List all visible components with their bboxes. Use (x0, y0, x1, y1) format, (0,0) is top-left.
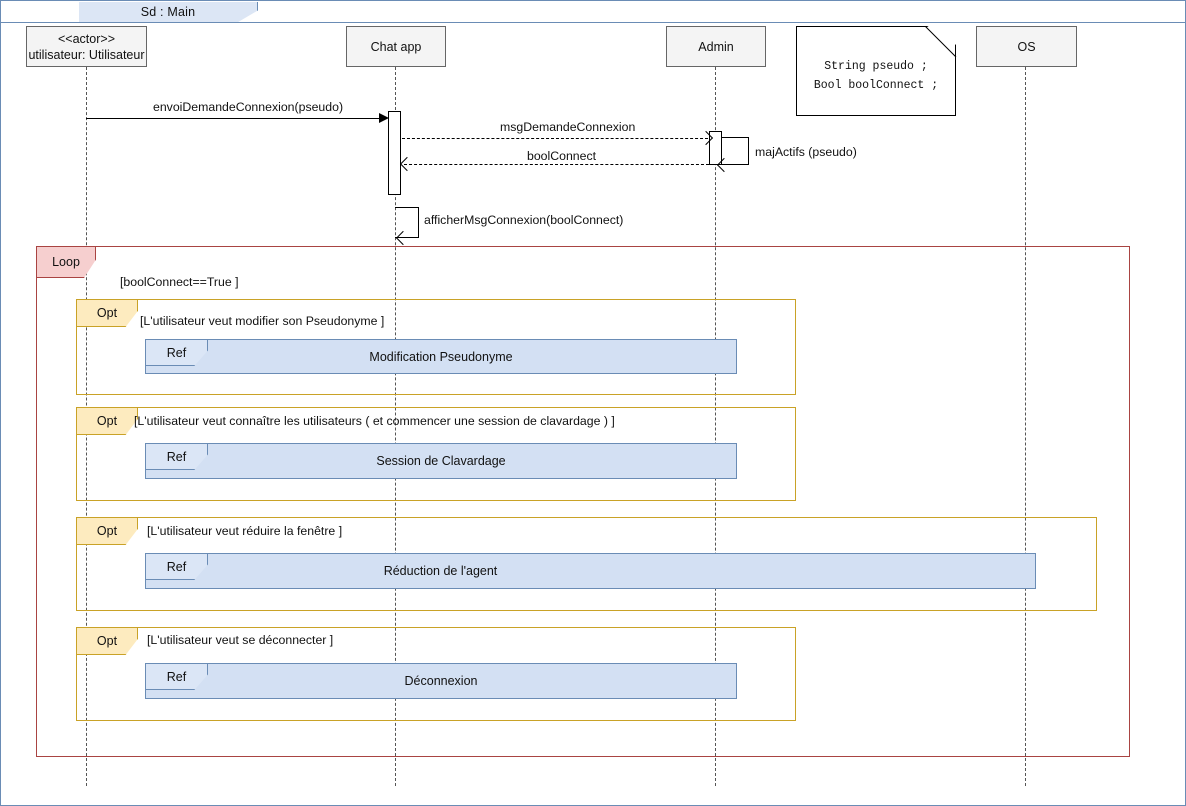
ref-block-3[interactable]: Réduction de l'agent Ref (145, 553, 1036, 589)
fragment-operator-opt-2: Opt (76, 407, 138, 435)
note-box: String pseudo ; Bool boolConnect ; (796, 26, 956, 116)
arrowhead-boolconnect (399, 156, 415, 172)
ref-title-3: Réduction de l'agent (383, 564, 498, 578)
self-message-majactifs (715, 137, 749, 165)
activation-chatapp (388, 111, 401, 195)
fragment-operator-opt-1: Opt (76, 299, 138, 327)
arrowhead-envoidemandeconnexion (379, 113, 389, 123)
fragment-opt-3 (76, 517, 1097, 611)
ref-title-2: Session de Clavardage (376, 454, 506, 468)
ref-block-2[interactable]: Session de Clavardage Ref (145, 443, 737, 479)
fragment-loop (36, 246, 1130, 757)
lifeline-head-os[interactable]: OS (976, 26, 1077, 67)
ref-block-4[interactable]: Déconnexion Ref (145, 663, 737, 699)
lifeline-stereotype-utilisateur: <<actor>> (58, 31, 115, 46)
ref-tab-3: Ref (146, 554, 208, 580)
ref-title-4: Déconnexion (404, 674, 478, 688)
message-label-boolconnect: boolConnect (527, 149, 597, 163)
fragment-guard-opt-3: [L'utilisateur veut réduire la fenêtre ] (147, 524, 343, 538)
lifeline-head-admin[interactable]: Admin (666, 26, 766, 67)
fragment-guard-opt-4: [L'utilisateur veut se déconnecter ] (147, 633, 334, 647)
message-label-envoidemandeconnexion: envoiDemandeConnexion(pseudo) (153, 100, 344, 114)
fragment-guard-opt-1: [L'utilisateur veut modifier son Pseudon… (140, 314, 385, 328)
note-line-2: Bool boolConnect ; (813, 79, 939, 92)
activation-admin (709, 131, 722, 165)
lifeline-label-admin: Admin (698, 39, 734, 54)
ref-tab-4: Ref (146, 664, 208, 690)
lifeline-line-admin (715, 67, 716, 786)
diagram-title-rule (1, 22, 1185, 23)
message-label-majactifs: majActifs (pseudo) (755, 145, 857, 159)
ref-tab-2: Ref (146, 444, 208, 470)
message-line-boolconnect (404, 164, 709, 165)
fragment-operator-opt-3: Opt (76, 517, 138, 545)
lifeline-label-chatapp: Chat app (370, 39, 422, 54)
ref-block-1[interactable]: Modification Pseudonyme Ref (145, 339, 737, 374)
lifeline-head-utilisateur[interactable]: <<actor>> utilisateur: Utilisateur (26, 26, 147, 67)
message-line-envoidemandeconnexion (86, 118, 381, 119)
fragment-opt-1 (76, 299, 796, 395)
lifeline-line-os (1025, 67, 1026, 786)
lifeline-line-chatapp (395, 67, 396, 786)
fragment-opt-4 (76, 627, 796, 721)
fragment-operator-opt-4: Opt (76, 627, 138, 655)
message-line-msgdemandeconnexion (402, 138, 708, 139)
ref-title-1: Modification Pseudonyme (369, 349, 513, 364)
diagram-title: Sd : Main (79, 2, 258, 23)
fragment-opt-2 (76, 407, 796, 501)
message-label-affichermsgconnexion: afficherMsgConnexion(boolConnect) (424, 213, 624, 227)
lifeline-label-os: OS (1017, 39, 1036, 54)
ref-tab-1: Ref (146, 340, 208, 366)
lifeline-head-chatapp[interactable]: Chat app (346, 26, 446, 67)
fragment-operator-loop: Loop (36, 246, 96, 278)
fragment-guard-opt-2: [L'utilisateur veut connaître les utilis… (134, 414, 615, 428)
fragment-guard-loop: [boolConnect==True ] (120, 275, 239, 289)
self-message-affichermsgconnexion (395, 207, 419, 238)
note-fold-icon (925, 26, 957, 58)
note-line-1: String pseudo ; (824, 60, 928, 73)
message-label-msgdemandeconnexion: msgDemandeConnexion (500, 120, 636, 134)
lifeline-label-utilisateur: utilisateur: Utilisateur (28, 47, 145, 62)
